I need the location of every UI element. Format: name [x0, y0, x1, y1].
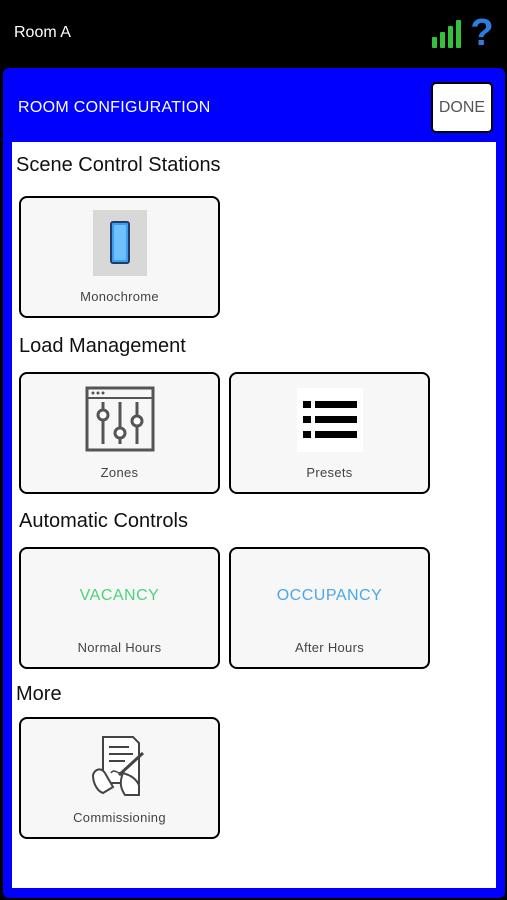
room-configuration-dialog: ROOM CONFIGURATION DONE Scene Control St…: [3, 68, 505, 898]
dialog-title: ROOM CONFIGURATION: [18, 99, 211, 116]
room-name: Room A: [14, 24, 71, 41]
tile-label: Monochrome: [80, 289, 159, 304]
tile-after-hours[interactable]: OCCUPANCY After Hours: [229, 547, 430, 669]
occupancy-text: OCCUPANCY: [276, 587, 383, 604]
tile-label: Commissioning: [73, 810, 166, 825]
signal-strength-icon: [432, 20, 462, 48]
tile-zones[interactable]: Zones: [19, 372, 220, 494]
dialog-header: ROOM CONFIGURATION DONE: [3, 68, 505, 142]
tile-label: After Hours: [294, 640, 365, 655]
section-title-scene-control-stations: Scene Control Stations: [16, 154, 221, 176]
vacancy-text: VACANCY: [79, 587, 160, 604]
sliders-icon: [85, 386, 154, 452]
signing-document-icon: [91, 736, 144, 796]
section-title-more: More: [16, 683, 62, 705]
section-title-load-management: Load Management: [19, 335, 186, 357]
tile-label: Presets: [306, 465, 353, 480]
wall-switch-icon: [92, 210, 147, 276]
dialog-content: Scene Control Stations Monochrome Load M…: [12, 142, 496, 888]
tile-label: Zones: [100, 465, 139, 480]
tile-presets[interactable]: Presets: [229, 372, 430, 494]
section-title-automatic-controls: Automatic Controls: [19, 510, 188, 532]
list-icon: [296, 388, 363, 452]
tile-monochrome[interactable]: Monochrome: [19, 196, 220, 318]
tile-normal-hours[interactable]: VACANCY Normal Hours: [19, 547, 220, 669]
tile-commissioning[interactable]: Commissioning: [19, 717, 220, 839]
tile-label: Normal Hours: [77, 640, 162, 655]
help-icon[interactable]: ?: [470, 12, 494, 54]
status-bar: Room A ?: [0, 0, 507, 68]
done-button[interactable]: DONE: [431, 82, 493, 133]
